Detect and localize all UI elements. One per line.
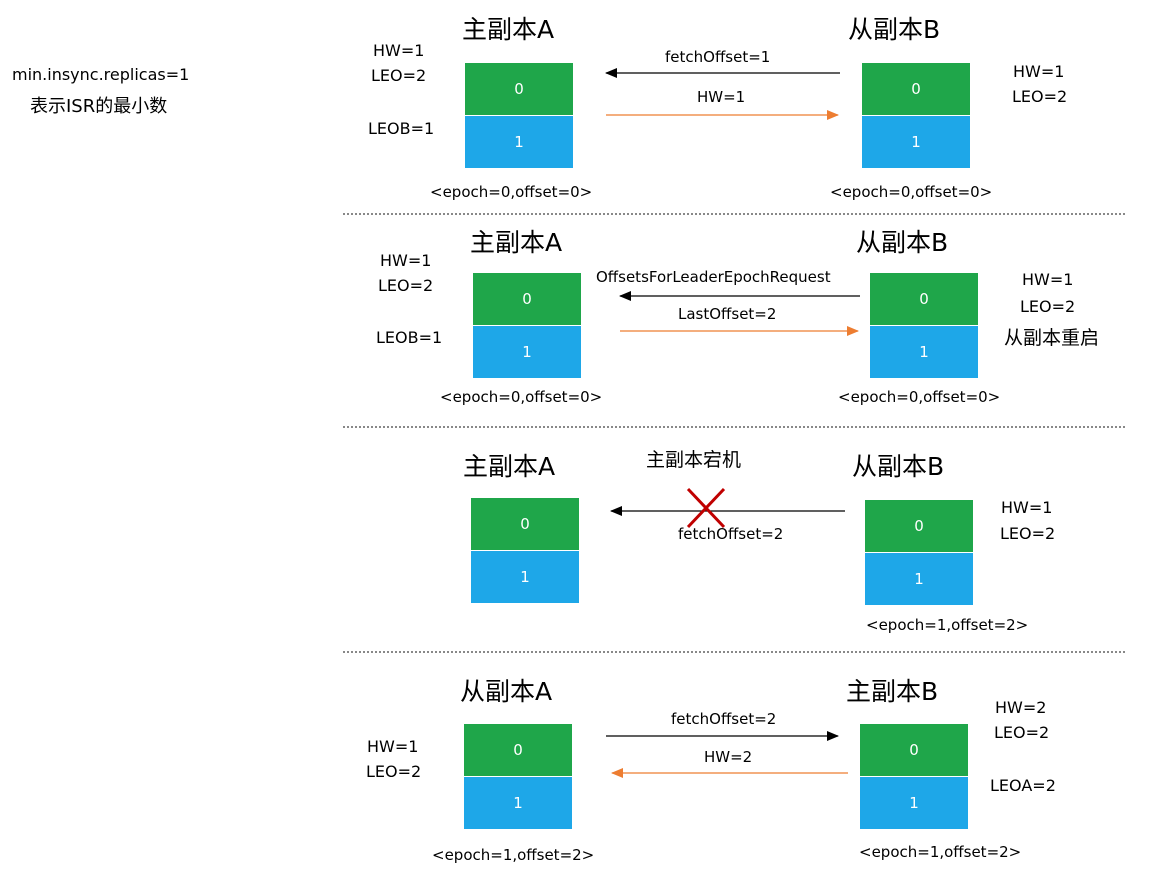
scene2-left-epoch: <epoch=0,offset=0> (440, 388, 603, 406)
scene2-request-msg: OffsetsForLeaderEpochRequest (596, 268, 831, 286)
scene2-left-leo: LEO=2 (378, 276, 434, 295)
divider (343, 651, 1125, 653)
log-entry: 0 (865, 500, 973, 553)
log-entry: 1 (862, 116, 970, 168)
scene4-left-hw: HW=1 (367, 737, 419, 756)
scene1-left-hw: HW=1 (373, 41, 425, 60)
scene2-right-leo: LEO=2 (1020, 297, 1076, 316)
scene2-left-leob: LEOB=1 (376, 328, 443, 347)
log-entry: 0 (473, 273, 581, 326)
log-entry: 0 (465, 63, 573, 116)
log-entry: 1 (860, 777, 968, 829)
scene1-left-leob: LEOB=1 (368, 119, 435, 138)
log-entry: 1 (471, 551, 579, 603)
scene4-right-epoch: <epoch=1,offset=2> (859, 843, 1022, 861)
scene3-right-hw: HW=1 (1001, 498, 1053, 517)
log-entry: 1 (473, 326, 581, 378)
scene3-left-title: 主副本A (463, 452, 556, 481)
scene1-right-hw: HW=1 (1013, 62, 1065, 81)
scene3-right-log: 0 1 (865, 500, 973, 605)
log-entry: 0 (870, 273, 978, 326)
scene1-left-log: 0 1 (465, 63, 573, 168)
scene2-right-title: 从副本B (856, 228, 949, 257)
log-entry: 1 (465, 116, 573, 168)
scene1-right-epoch: <epoch=0,offset=0> (830, 183, 993, 201)
scene4-left-epoch: <epoch=1,offset=2> (432, 846, 595, 864)
scene4-left-leo: LEO=2 (366, 762, 422, 781)
isr-min-note: 表示ISR的最小数 (30, 96, 168, 117)
log-entry: 0 (860, 724, 968, 777)
log-entry: 0 (862, 63, 970, 116)
scene2-restart-caption: 从副本重启 (1004, 327, 1100, 349)
scene4-right-leo: LEO=2 (994, 723, 1050, 742)
scene1-left-title: 主副本A (462, 15, 555, 44)
scene4-left-log: 0 1 (464, 724, 572, 829)
scene2-right-hw: HW=1 (1022, 270, 1074, 289)
scene4-right-log: 0 1 (860, 724, 968, 829)
scene4-right-title: 主副本B (846, 677, 939, 706)
scene4-right-leoa: LEOA=2 (990, 776, 1056, 795)
log-entry: 1 (870, 326, 978, 378)
scene1-right-log: 0 1 (862, 63, 970, 168)
scene3-right-title: 从副本B (852, 452, 945, 481)
scene2-left-title: 主副本A (470, 228, 563, 257)
scene2-left-hw: HW=1 (380, 251, 432, 270)
scene3-fetch-msg: fetchOffset=2 (678, 525, 784, 543)
scene1-right-leo: LEO=2 (1012, 87, 1068, 106)
scene1-right-title: 从副本B (848, 15, 941, 44)
scene3-left-log: 0 1 (471, 498, 579, 603)
scene4-fetch-msg: fetchOffset=2 (671, 710, 777, 728)
scene3-right-epoch: <epoch=1,offset=2> (866, 616, 1029, 634)
scene4-left-title: 从副本A (460, 677, 553, 706)
scene1-left-epoch: <epoch=0,offset=0> (430, 183, 593, 201)
scene1-fetch-msg: fetchOffset=1 (665, 48, 771, 66)
scene3-right-leo: LEO=2 (1000, 524, 1056, 543)
log-entry: 0 (471, 498, 579, 551)
scene3-down-caption: 主副本宕机 (646, 449, 742, 471)
log-entry: 1 (464, 777, 572, 829)
scene4-right-hw: HW=2 (995, 698, 1047, 717)
scene4-hw-msg: HW=2 (704, 748, 753, 766)
scene2-right-log: 0 1 (870, 273, 978, 378)
log-entry: 0 (464, 724, 572, 777)
scene2-lastoffset-msg: LastOffset=2 (678, 305, 777, 323)
scene2-right-epoch: <epoch=0,offset=0> (838, 388, 1001, 406)
min-insync-note: min.insync.replicas=1 (12, 65, 190, 84)
divider (343, 426, 1125, 428)
log-entry: 1 (865, 553, 973, 605)
divider (343, 213, 1125, 215)
scene2-left-log: 0 1 (473, 273, 581, 378)
scene1-left-leo: LEO=2 (371, 66, 427, 85)
scene1-hw-msg: HW=1 (697, 88, 746, 106)
cross-icon (686, 487, 726, 529)
